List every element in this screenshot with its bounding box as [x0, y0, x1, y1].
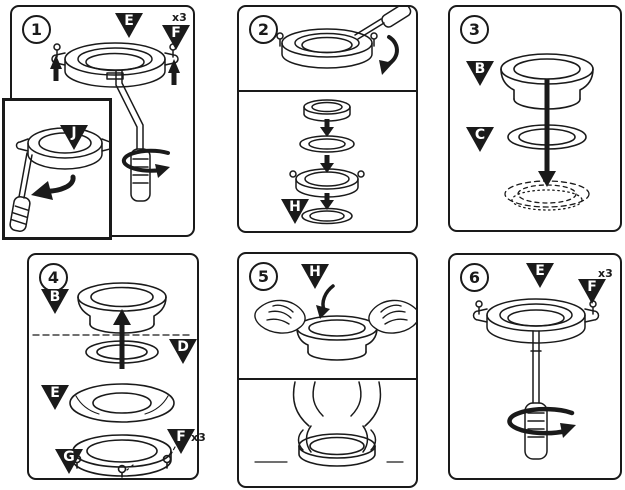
part-label-B: B	[466, 61, 494, 86]
flange	[296, 315, 378, 361]
part-label-F: F	[162, 25, 190, 50]
step-number-text: 6	[468, 268, 481, 287]
part-label-H: H	[301, 264, 329, 289]
step-number: 3	[460, 15, 489, 44]
step-number: 2	[249, 15, 278, 44]
flange	[77, 282, 167, 334]
step-number: 5	[249, 262, 278, 291]
step-number: 4	[39, 263, 68, 292]
illustration-inset-j	[9, 127, 109, 232]
illustration-step-6	[472, 298, 600, 460]
step-panel-3: 3 B C	[448, 5, 622, 232]
part-label-E: E	[41, 385, 69, 410]
illustration-step-5	[254, 284, 416, 467]
step-number: 1	[22, 15, 51, 44]
attach-up-arrow	[113, 309, 131, 369]
step-panel-6: 6 E x3 F	[448, 253, 622, 480]
illustration-step-3	[500, 53, 594, 211]
gasket-e	[69, 383, 175, 423]
step-panel-5: 5 H	[237, 252, 418, 488]
part-label-F: F	[167, 429, 195, 454]
step-number-text: 3	[468, 20, 481, 39]
part-label-B: B	[41, 289, 69, 314]
part-label-E: E	[526, 263, 554, 288]
part-label-G: G	[55, 449, 83, 474]
screwdriver	[115, 69, 151, 202]
step-panel-2: 2 H	[237, 5, 418, 233]
step-panel-4: 4 B D E x3 F G	[27, 253, 206, 480]
label-note-x3: x3	[191, 431, 206, 444]
insert-down-arrow	[538, 79, 556, 187]
rotation-arrow	[507, 406, 576, 438]
part-label-H: H	[281, 199, 309, 224]
panel-divider	[239, 378, 416, 380]
hands	[254, 299, 416, 334]
loosen-up-arrows	[50, 55, 180, 85]
illustration-step-1	[50, 42, 180, 202]
clamp-ring	[276, 28, 378, 69]
rotation-arrow	[379, 35, 399, 75]
part-label-F: F	[578, 279, 606, 304]
screwdriver	[354, 7, 412, 40]
step-number: 6	[460, 263, 489, 292]
ring-assembly	[254, 433, 404, 467]
arms	[292, 381, 382, 453]
clamp-ring	[472, 298, 600, 344]
part-label-E: E	[115, 13, 143, 38]
step-number-text: 5	[257, 267, 270, 286]
screwdriver	[524, 330, 548, 460]
clamp-ring-g	[72, 434, 176, 478]
screwdriver	[9, 152, 33, 232]
rotation-arrow	[121, 148, 170, 178]
press-down-arrows	[320, 119, 334, 210]
step-number-text: 2	[257, 20, 270, 39]
clamp-ring	[51, 42, 179, 88]
detail-inset-box: J	[2, 98, 112, 240]
rotation-arrow	[31, 174, 76, 200]
label-note-x3: x3	[598, 267, 613, 280]
step-number-text: 4	[47, 268, 60, 287]
press-curved-arrow	[316, 284, 335, 319]
illustration-step-2	[276, 7, 412, 225]
part-label-J: J	[60, 125, 88, 150]
panel-divider	[239, 90, 416, 92]
part-label-C: C	[466, 127, 494, 152]
part-label-D: D	[169, 339, 197, 364]
label-note-x3: x3	[172, 11, 187, 24]
step-number-text: 1	[30, 20, 43, 39]
drain-opening-dashed	[504, 180, 590, 211]
